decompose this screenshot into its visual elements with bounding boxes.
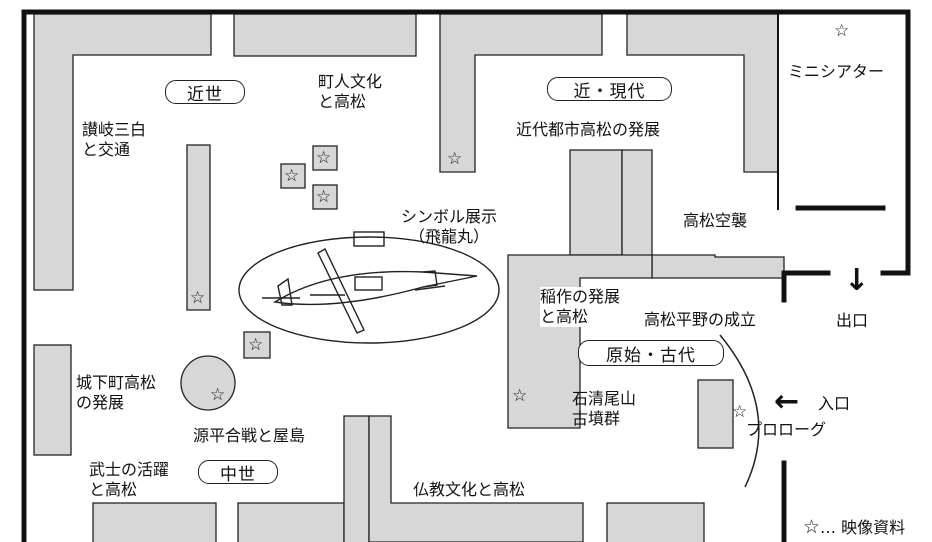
section-mini-theater: ミニシアター bbox=[788, 62, 885, 81]
wall-block-top-1 bbox=[233, 13, 417, 57]
video-star-box-1: ☆ bbox=[284, 166, 300, 186]
boat-sign bbox=[353, 231, 385, 247]
wall-block-bottom-2 bbox=[237, 502, 345, 542]
era-label-kin-gendai: 近・現代 bbox=[547, 77, 672, 102]
video-box-4 bbox=[243, 331, 271, 359]
legend: ☆… 映像資料 bbox=[803, 517, 905, 538]
section-inasaku: 稲作の発展 と高松 bbox=[540, 287, 621, 327]
display-case-prologue bbox=[697, 379, 734, 449]
entrance-curve bbox=[719, 334, 760, 488]
boat-beam-3 bbox=[414, 285, 446, 291]
wall-block-bottom-4 bbox=[368, 415, 584, 542]
boat-bow bbox=[422, 270, 438, 288]
wall-block-left-mid bbox=[33, 344, 72, 456]
video-star-center-bar: ☆ bbox=[190, 288, 206, 308]
section-symbol: シンボル展示 （飛龍丸） bbox=[401, 207, 498, 246]
left-arrow-icon: ← bbox=[774, 384, 800, 419]
outer-wall-exit-left bbox=[781, 270, 831, 303]
section-entrance: 入口 bbox=[818, 394, 851, 413]
section-prologue: プロローグ bbox=[746, 420, 827, 439]
era-label-kinsei: 近世 bbox=[165, 80, 245, 105]
video-box-1 bbox=[280, 163, 306, 189]
round-display bbox=[180, 355, 236, 411]
boat-stern bbox=[277, 277, 293, 306]
video-box-2 bbox=[312, 145, 338, 171]
section-bushi: 武士の活躍 と高松 bbox=[89, 460, 170, 499]
video-star-box-3: ☆ bbox=[316, 187, 332, 207]
video-box-3 bbox=[312, 184, 338, 210]
video-star-kindai: ☆ bbox=[447, 149, 463, 169]
video-star-prologue: ☆ bbox=[732, 402, 748, 422]
section-kindai-toshi: 近代都市高松の発展 bbox=[516, 120, 661, 139]
video-star-joka: ☆ bbox=[210, 385, 226, 405]
down-arrow-icon: ↓ bbox=[844, 263, 870, 298]
section-genpei: 源平合戦と屋島 bbox=[193, 426, 306, 445]
boat-cabin bbox=[354, 276, 383, 291]
video-star-theater: ☆ bbox=[834, 21, 850, 41]
legend-text: … 映像資料 bbox=[820, 518, 906, 537]
outer-wall-top-right bbox=[21, 9, 911, 276]
wall-block-bottom-5 bbox=[606, 502, 705, 542]
section-sanuki: 讃岐三白 と交通 bbox=[82, 120, 147, 159]
wall-block-bottom-1 bbox=[92, 502, 217, 542]
section-kushu: 高松空襲 bbox=[683, 211, 748, 230]
boat-hull bbox=[272, 270, 478, 306]
video-star-box-2: ☆ bbox=[316, 148, 332, 168]
display-case-center-bar bbox=[186, 144, 211, 311]
section-bukkyo: 仏教文化と高松 bbox=[413, 480, 526, 499]
boat-ellipse bbox=[238, 236, 500, 344]
video-star-box-4: ☆ bbox=[248, 335, 264, 355]
era-label-chusei: 中世 bbox=[198, 460, 278, 485]
section-machibito: 町人文化 と高松 bbox=[318, 72, 383, 111]
display-case-modern-1 bbox=[569, 149, 623, 256]
boat-display bbox=[238, 231, 500, 344]
section-iwashimizu: 石清尾山 古墳群 bbox=[572, 389, 637, 428]
section-heiya: 高松平野の成立 bbox=[644, 310, 757, 329]
legend-star-icon: ☆ bbox=[803, 516, 821, 538]
video-star-kofun: ☆ bbox=[512, 386, 528, 406]
era-label-genshi-kodai: 原始・古代 bbox=[578, 340, 724, 366]
wall-block-bottom-3 bbox=[343, 415, 370, 542]
section-joka: 城下町高松 の発展 bbox=[76, 373, 157, 412]
section-exit: 出口 bbox=[836, 311, 869, 330]
boat-mast bbox=[317, 248, 365, 334]
